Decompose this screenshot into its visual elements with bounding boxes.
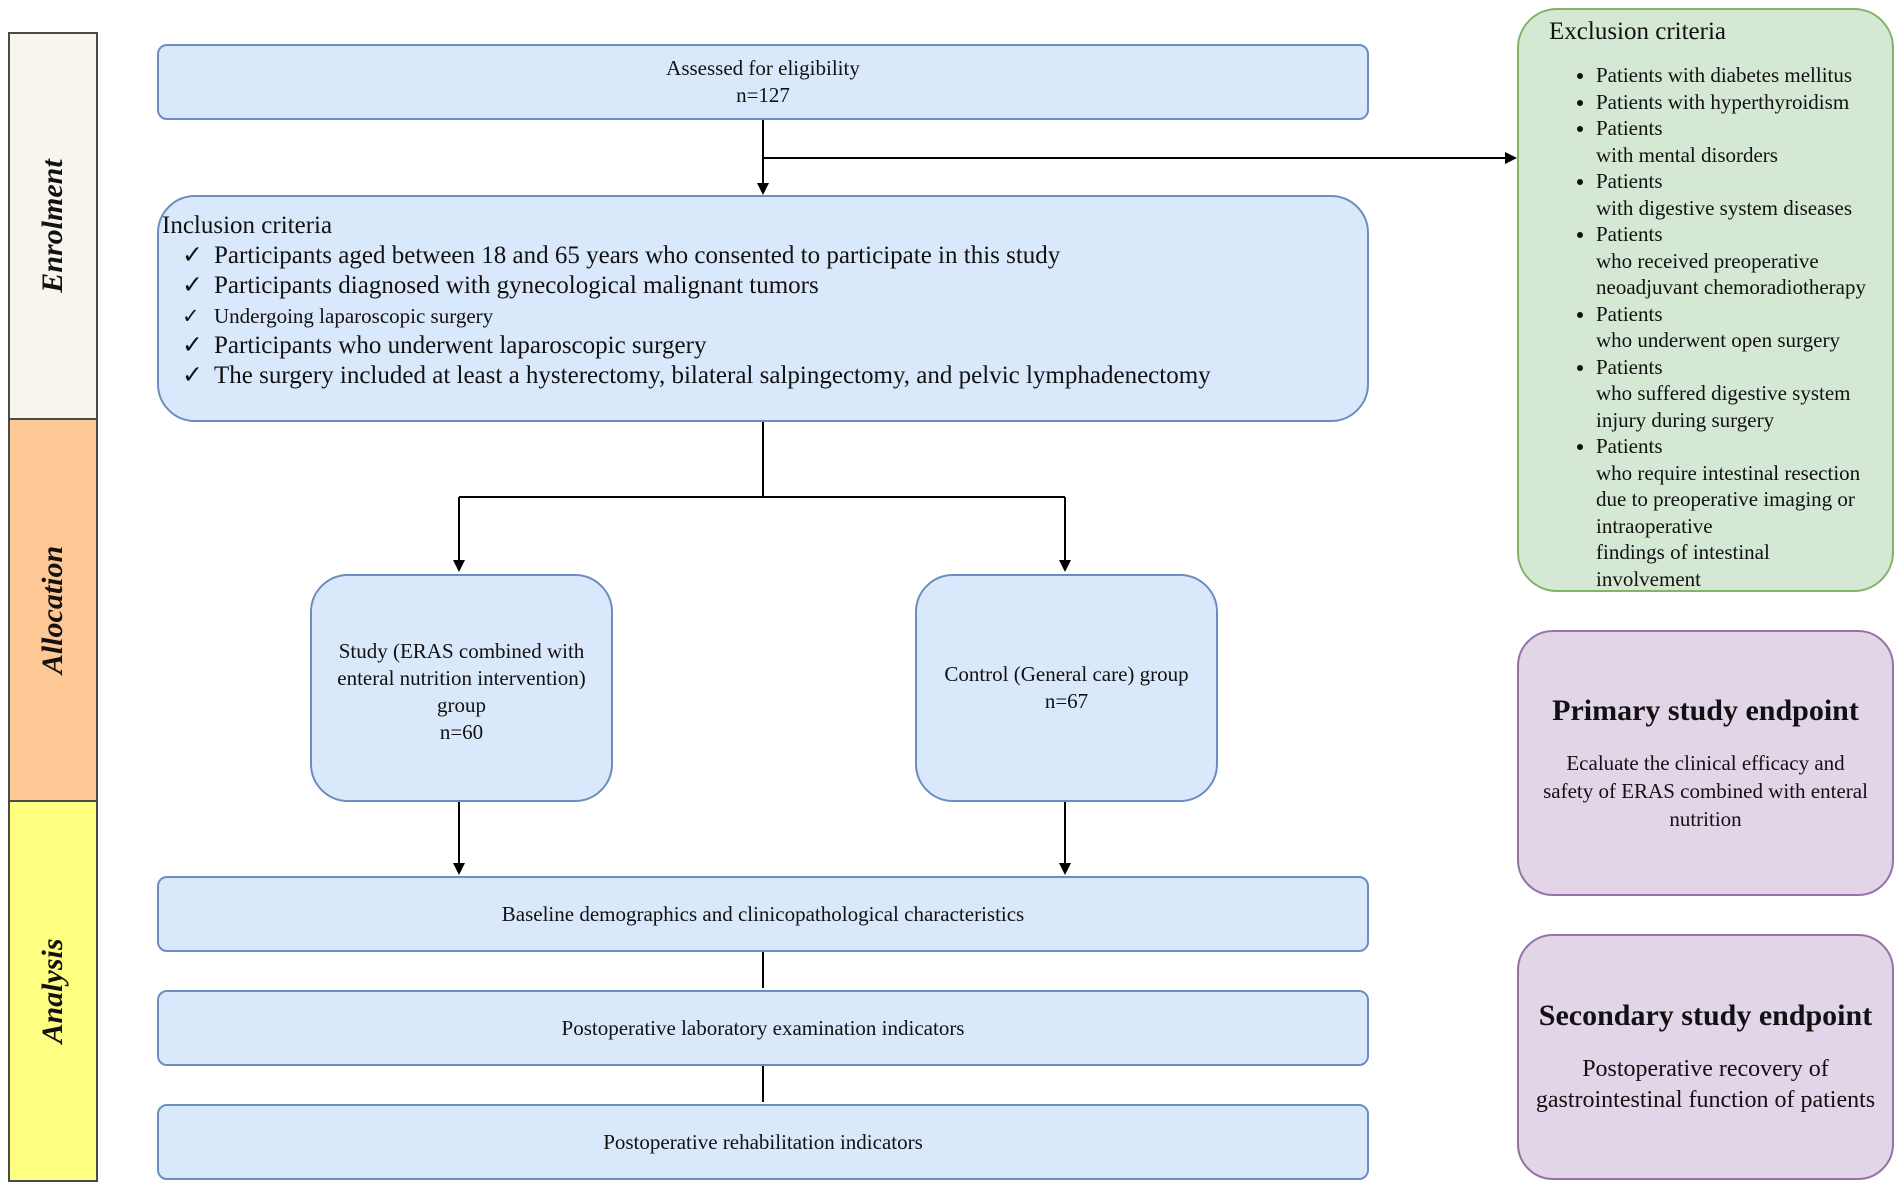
- check-icon: ✓: [182, 332, 203, 359]
- assessed-label: Assessed for eligibility: [666, 56, 860, 80]
- exclusion-item-line: with mental disorders: [1596, 142, 1778, 167]
- control-group-box: Control (General care) group n=67: [915, 574, 1218, 802]
- secondary-endpoint-line1: Postoperative recovery of: [1582, 1056, 1829, 1082]
- exclusion-item-line: Patients with hyperthyroidism: [1596, 89, 1850, 114]
- exclusion-item-line: involvement: [1596, 566, 1701, 591]
- exclusion-item-line: injury during surgery: [1596, 407, 1775, 432]
- primary-endpoint-box: Primary study endpoint Ecaluate the clin…: [1517, 630, 1894, 896]
- baseline-label: Baseline demographics and clinicopatholo…: [501, 901, 1025, 926]
- inclusion-title: Inclusion criteria: [162, 212, 333, 239]
- inclusion-item-text: The surgery included at least a hysterec…: [214, 362, 1211, 389]
- exclusion-item-line: Patients with diabetes mellitus: [1596, 63, 1853, 87]
- inclusion-item-text: Participants aged between 18 and 65 year…: [214, 242, 1061, 269]
- study-group-count: n=60: [439, 720, 484, 744]
- exclusion-criteria-box: Exclusion criteria Patients with diabete…: [1517, 8, 1894, 592]
- inclusion-item: ✓ The surgery included at least a hystere…: [182, 361, 1211, 391]
- baseline-box: Baseline demographics and clinicopatholo…: [157, 876, 1369, 952]
- exclusion-item-line: neoadjuvant chemoradiotherapy: [1596, 275, 1866, 299]
- lab-indicators-box: Postoperative laboratory examination ind…: [157, 990, 1369, 1066]
- exclusion-item-line: Patients: [1596, 434, 1663, 458]
- rehab-indicators-box: Postoperative rehabilitation indicators: [157, 1104, 1369, 1180]
- inclusion-list: ✓ Participants aged between 18 and 65 yea…: [162, 241, 1211, 391]
- control-group-count: n=67: [1044, 689, 1089, 713]
- secondary-endpoint-text: Postoperative recovery of gastrointestin…: [1536, 1054, 1875, 1116]
- control-group-label: Control (General care) group: [944, 662, 1189, 686]
- primary-endpoint-title: Primary study endpoint: [1552, 694, 1859, 727]
- inclusion-item: ✓ Participants who underwent laparoscopic…: [182, 331, 1211, 361]
- inclusion-item-text: Participants who underwent laparoscopic …: [214, 332, 707, 359]
- exclusion-item-line: Patients: [1596, 222, 1663, 246]
- exclusion-list: Patients with diabetes mellitusPatients …: [1549, 62, 1892, 591]
- exclusion-item-line: Patients: [1596, 169, 1663, 193]
- exclusion-item-line: Patients: [1596, 301, 1663, 326]
- primary-endpoint-line2: safety of ERAS combined with enteral: [1543, 779, 1868, 803]
- phase-enrolment: Enrolment: [8, 32, 98, 420]
- inclusion-item-text: Undergoing laparoscopic surgery: [214, 304, 494, 328]
- study-group-line1: Study (ERAS combined with: [338, 639, 585, 663]
- phase-allocation: Allocation: [8, 418, 98, 802]
- exclusion-item-line: findings of intestinal: [1596, 540, 1770, 564]
- exclusion-item-line: due to preoperative imaging or: [1596, 487, 1855, 511]
- exclusion-item-line: who received preoperative: [1596, 248, 1819, 273]
- inclusion-item: ✓ Undergoing laparoscopic surgery: [182, 301, 1211, 331]
- study-group-box: Study (ERAS combined with enteral nutrit…: [310, 574, 613, 802]
- exclusion-title: Exclusion criteria: [1549, 18, 1727, 45]
- exclusion-item-line: who require intestinal resection: [1596, 460, 1861, 485]
- exclusion-item: Patients with diabetes mellitus: [1596, 62, 1892, 89]
- primary-endpoint-line1: Ecaluate the clinical efficacy and: [1566, 751, 1845, 775]
- study-group-line3: group: [437, 693, 486, 717]
- phase-analysis: Analysis: [8, 800, 98, 1182]
- secondary-endpoint-title: Secondary study endpoint: [1538, 999, 1873, 1032]
- exclusion-item-line: who suffered digestive system: [1596, 381, 1851, 405]
- exclusion-item-line: intraoperative: [1596, 513, 1713, 538]
- assessed-box: Assessed for eligibility n=127: [157, 44, 1369, 120]
- exclusion-item-line: Patients: [1596, 354, 1663, 379]
- exclusion-item-line: Patients: [1596, 116, 1663, 140]
- inclusion-criteria-box: Inclusion criteria ✓ Participants aged be…: [157, 195, 1369, 422]
- exclusion-item-line: who underwent open surgery: [1596, 328, 1840, 352]
- secondary-endpoint-box: Secondary study endpoint Postoperative r…: [1517, 934, 1894, 1180]
- check-icon: ✓: [182, 272, 203, 299]
- lab-indicators-label: Postoperative laboratory examination ind…: [561, 1015, 965, 1040]
- inclusion-item: ✓ Participants diagnosed with gynecologic…: [182, 271, 1211, 301]
- inclusion-item: ✓ Participants aged between 18 and 65 yea…: [182, 241, 1211, 271]
- assessed-count: n=127: [736, 83, 790, 107]
- check-icon: ✓: [182, 304, 200, 328]
- rehab-indicators-label: Postoperative rehabilitation indicators: [603, 1129, 923, 1154]
- exclusion-item-line: with digestive system diseases: [1596, 195, 1853, 220]
- inclusion-item-text: Participants diagnosed with gynecologica…: [214, 272, 819, 299]
- primary-endpoint-text: Ecaluate the clinical efficacy and safet…: [1543, 749, 1868, 833]
- secondary-endpoint-line2: gastrointestinal function of patients: [1535, 1087, 1876, 1113]
- exclusion-item: Patients with hyperthyroidism: [1596, 89, 1892, 116]
- study-group-line2: enteral nutrition intervention): [337, 666, 586, 690]
- check-icon: ✓: [182, 242, 203, 269]
- primary-endpoint-line3: nutrition: [1669, 807, 1742, 831]
- check-icon: ✓: [182, 362, 203, 389]
